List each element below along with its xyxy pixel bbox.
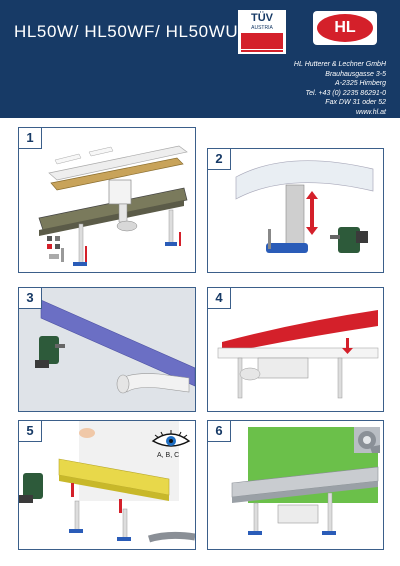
step-number: 3 [19,288,42,309]
finished-installation-illustration [231,427,379,535]
step-number: 1 [19,128,42,149]
height-adjustment-illustration [235,160,374,253]
wall-installation-illustration [19,288,195,411]
page-title: HL50W/ HL50WF/ HL50WU [14,22,239,41]
step-number: 5 [19,421,42,442]
tuv-brand: TÜV [251,12,273,24]
check-label: A, B, C [157,452,180,459]
address-line: Tel. +43 (0) 2235 86291-0 [305,89,387,97]
step-3-panel: 3 [18,287,196,412]
hl-logo-text: HL [317,14,373,42]
step-5-panel: 5 A, B, C [18,420,196,550]
eye-icon [151,430,191,447]
header-banner: HL50W/ HL50WF/ HL50WU TÜV AUSTRIA HL HL … [0,0,400,118]
step-2-panel: 2 [207,148,384,273]
address-line: HL Hutterer & Lechner GmbH [293,61,386,68]
step-number: 4 [208,288,231,309]
step-number: 6 [208,421,231,442]
sealing-membrane-illustration [217,310,379,399]
tuv-band [241,33,283,49]
hl-logo: HL [313,11,377,45]
tape-icon [354,427,380,453]
address-line: A-2325 Himberg [335,80,386,88]
tuv-band-bottom [241,50,283,52]
address-line: www.hl.at [356,108,386,116]
tuv-austria-logo: TÜV AUSTRIA [238,10,286,54]
step-6-panel: 6 [207,420,384,550]
step-number: 2 [208,149,231,170]
step-4-panel: 4 [207,287,384,412]
tuv-country: AUSTRIA [251,25,273,31]
address-line: Brauhausgasse 3-5 [325,70,386,78]
step-1-panel: 1 [18,127,196,273]
tiling-installation-illustration [19,421,195,543]
company-address: HL Hutterer & Lechner GmbH Brauhausgasse… [186,60,386,118]
exploded-drain-assembly-illustration [38,145,188,266]
address-line: Fax DW 31 oder 52 [325,99,386,107]
